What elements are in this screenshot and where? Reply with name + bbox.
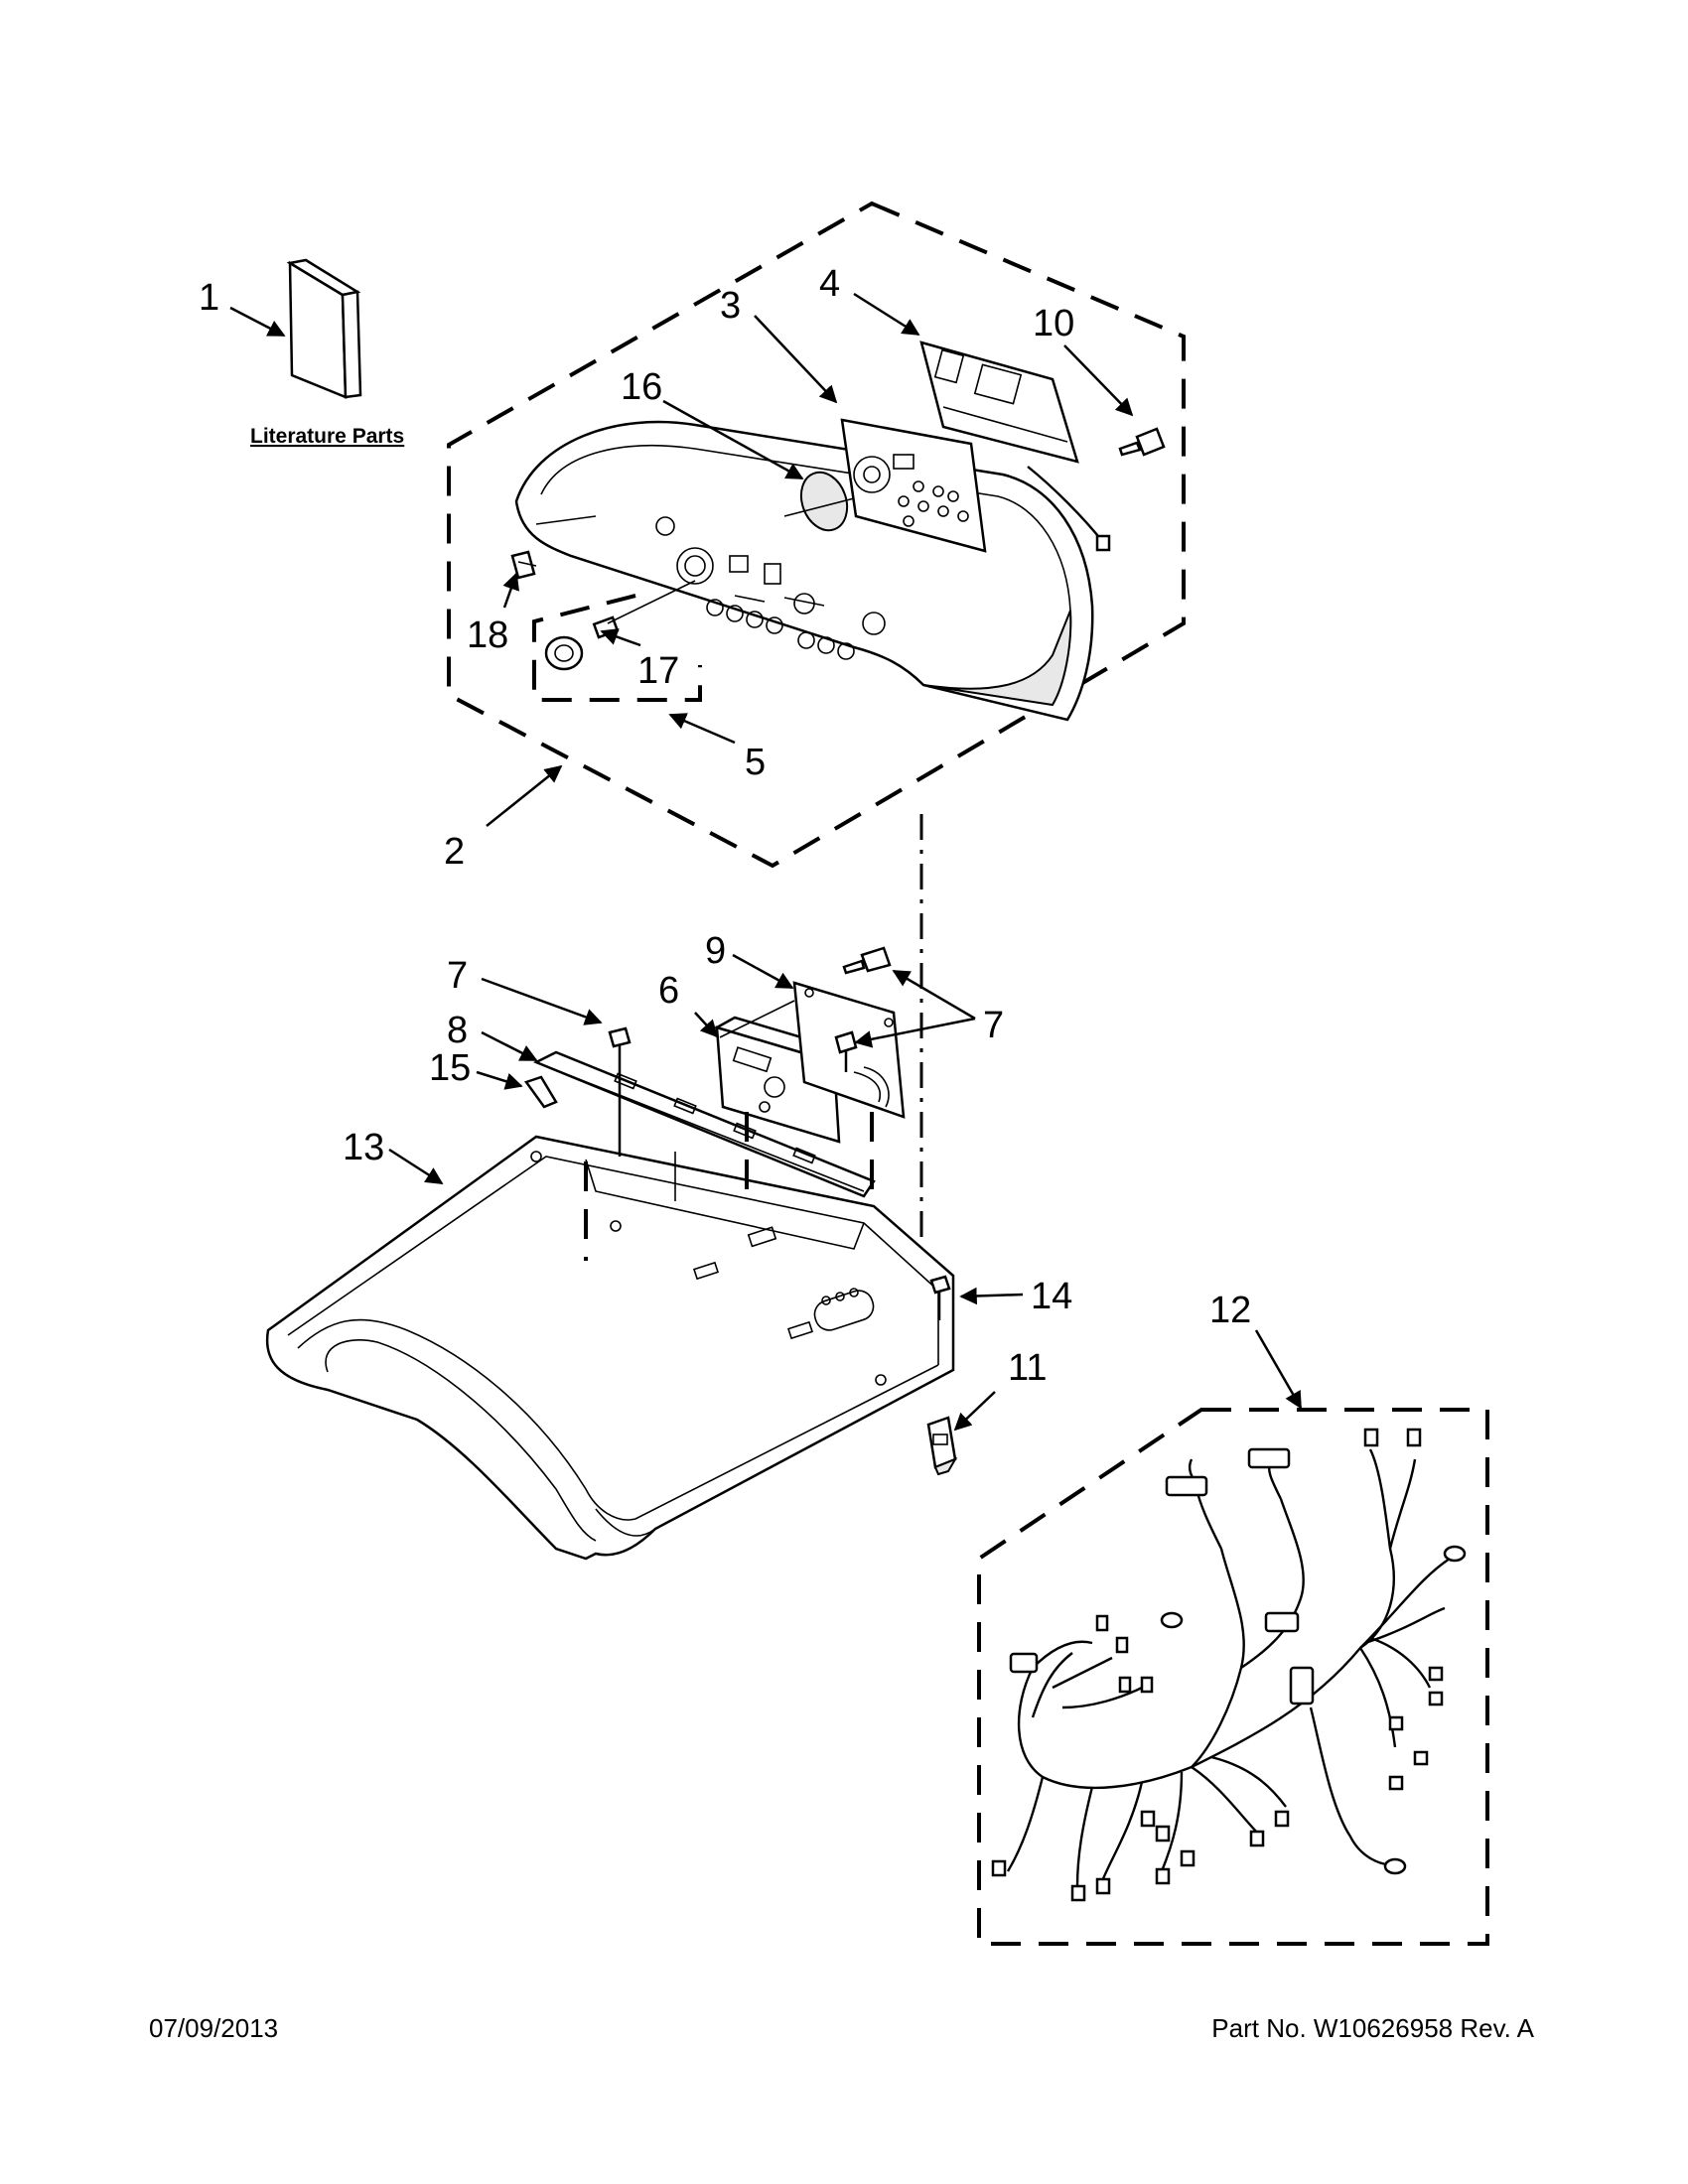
callout-15: 15: [429, 1047, 471, 1089]
console-panel: [514, 420, 1094, 722]
part-10-screw: [1118, 427, 1166, 457]
callout-2: 2: [444, 831, 465, 873]
footer-date: 07/09/2013: [149, 2013, 279, 2043]
callout-12: 12: [1209, 1290, 1251, 1331]
callout-6: 6: [658, 970, 679, 1012]
callout-10: 10: [1033, 303, 1074, 344]
callout-7-left: 7: [447, 955, 468, 997]
literature-parts-label: Literature Parts: [250, 425, 404, 448]
literature-parts-booklet: [286, 258, 362, 399]
wire-harness-boundary: [977, 1408, 1489, 1946]
part-4-connector: [1095, 534, 1111, 552]
part-13-top-panel: [265, 1135, 955, 1561]
callout-17: 17: [637, 650, 679, 692]
callout-5: 5: [745, 742, 766, 783]
part-11-clip: [926, 1416, 958, 1476]
callout-3: 3: [720, 285, 741, 327]
callout-11: 11: [1008, 1347, 1047, 1389]
console-assembly-boundary: [447, 201, 1186, 869]
part-7-screw-left: [608, 1026, 632, 1067]
callout-13: 13: [343, 1127, 384, 1168]
callout-1: 1: [199, 277, 219, 319]
callout-4: 4: [819, 263, 840, 305]
part-12-wire-harness: [991, 1428, 1467, 1902]
part-3-control-board: [840, 418, 987, 553]
callout-7-right: 7: [983, 1005, 1004, 1046]
footer-part-number: Part No. W10626958 Rev. A: [1211, 2013, 1534, 2043]
callout-16: 16: [621, 366, 662, 408]
callout-8: 8: [447, 1010, 468, 1051]
callout-9: 9: [705, 930, 726, 972]
leader-lines: [229, 292, 1303, 1432]
part-7-screw-upper: [842, 946, 892, 975]
callout-14: 14: [1031, 1276, 1072, 1317]
callout-18: 18: [467, 614, 508, 656]
knob-group-boundary: [532, 594, 702, 702]
part-16-disc: [799, 471, 849, 532]
callout-numbers: 1 2 3 4 5 6 7 7 8 9 10 11 12 13 14 15 16…: [199, 263, 1251, 1389]
part-4-ui-housing: [919, 341, 1079, 464]
part-15-bracket: [523, 1075, 558, 1109]
part-18-clip: [510, 550, 537, 580]
part-17-knob: [544, 615, 620, 671]
part-14-screw: [929, 1275, 951, 1320]
part-4-wire: [1027, 466, 1103, 542]
